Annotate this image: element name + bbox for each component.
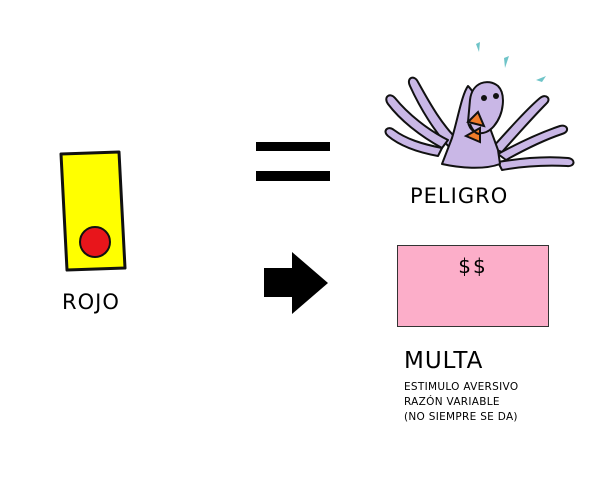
signal-label: ROJO <box>62 290 120 314</box>
frightened-bird-icon <box>384 42 575 171</box>
penalty-description: ESTIMULO AVERSIVO RAZÓN VARIABLE (NO SIE… <box>404 380 518 425</box>
danger-label: PELIGRO <box>410 184 509 208</box>
equals-sign-icon <box>256 142 330 181</box>
red-signal-card <box>59 150 127 272</box>
red-dot <box>79 226 111 258</box>
penalty-title: MULTA <box>404 348 484 374</box>
penalty-line-2: RAZÓN VARIABLE <box>404 396 500 408</box>
penalty-line-3: (NO SIEMPRE SE DA) <box>404 411 518 423</box>
money-symbol-text: $$ <box>458 254 488 278</box>
right-arrow-icon <box>264 252 328 314</box>
money-fine-box: $$ <box>397 245 549 327</box>
penalty-line-1: ESTIMULO AVERSIVO <box>404 381 519 393</box>
